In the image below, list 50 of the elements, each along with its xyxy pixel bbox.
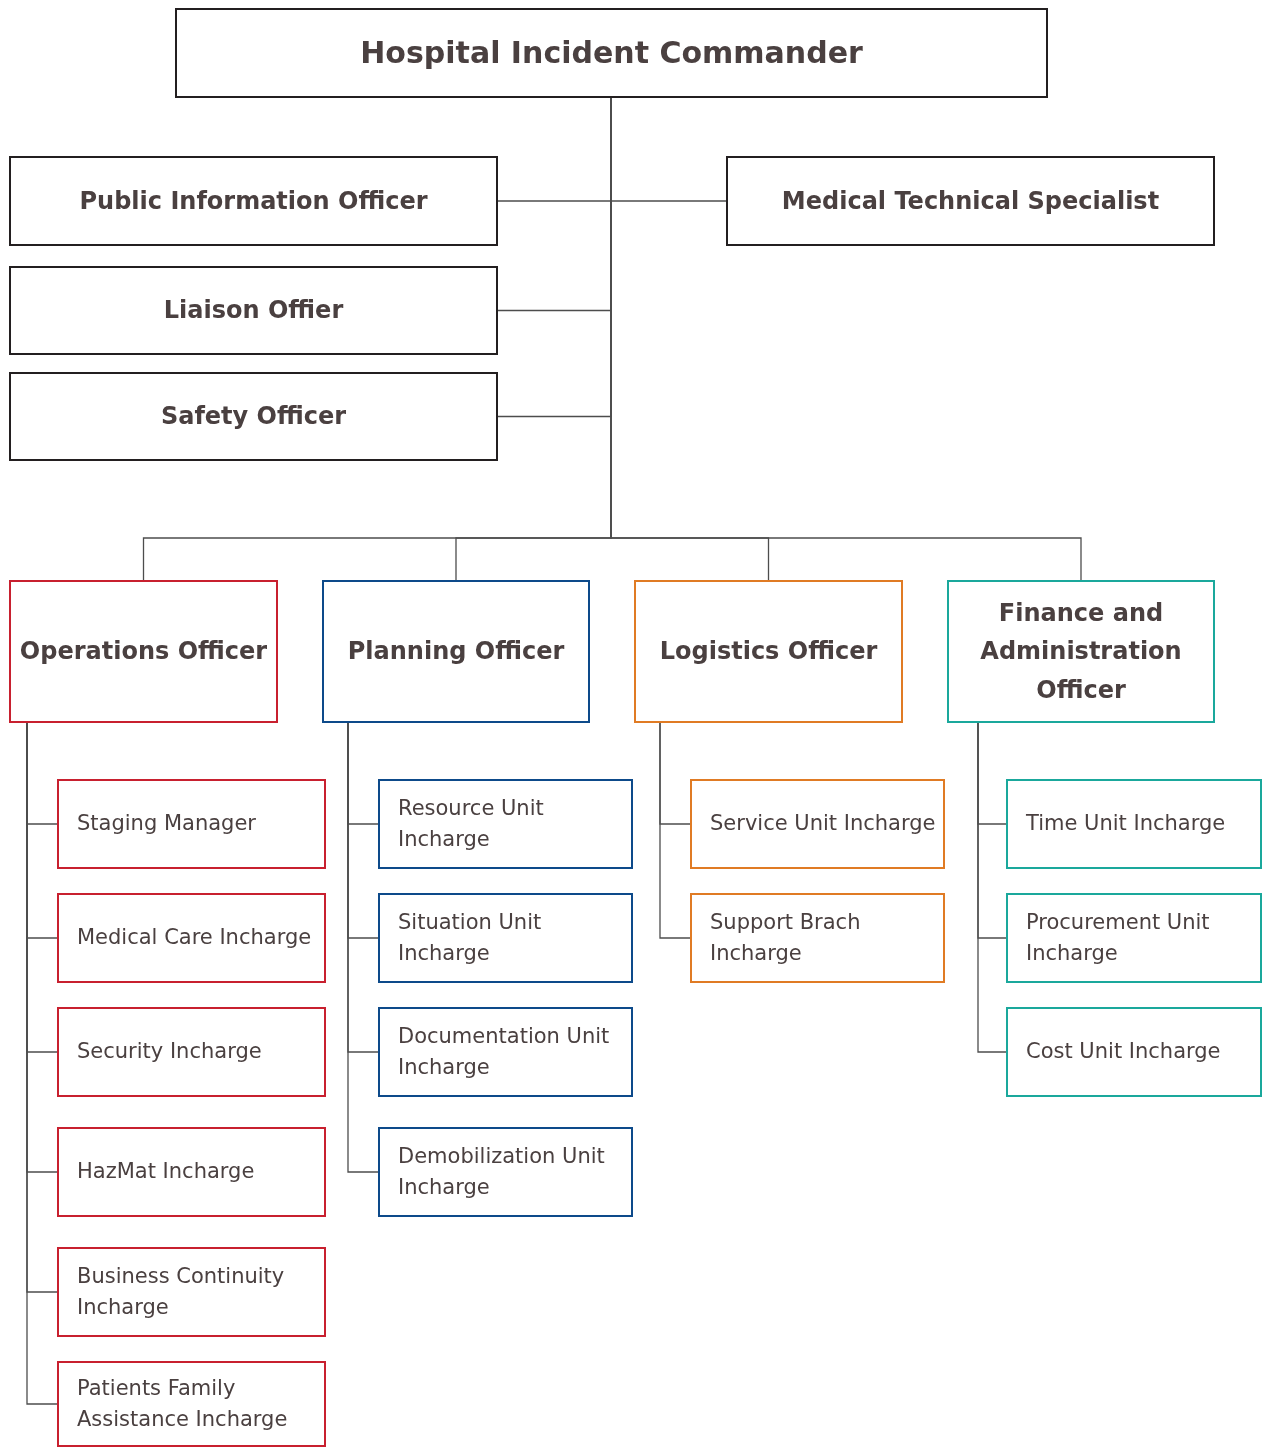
unit-box xyxy=(57,1361,326,1447)
role-box xyxy=(175,8,1048,98)
role-title: Finance and Administration Officer xyxy=(979,597,1183,706)
unit-box xyxy=(1006,779,1262,869)
role-title: Service Unit Incharge xyxy=(710,810,936,838)
connector-line xyxy=(659,722,691,939)
unit-box xyxy=(57,779,326,869)
role-title: Operations Officer xyxy=(19,636,268,668)
unit-box xyxy=(690,893,945,983)
role-box xyxy=(9,266,498,355)
role-title: Resource Unit Incharge xyxy=(398,794,545,853)
role-box xyxy=(9,156,498,246)
role-title: Procurement Unit Incharge xyxy=(1026,908,1211,967)
role-title: Public Information Officer xyxy=(79,185,428,217)
unit-box xyxy=(57,1127,326,1217)
unit-box xyxy=(378,893,633,983)
role-title: Patients Family Assistance Incharge xyxy=(77,1374,289,1433)
role-title: Medical Technical Specialist xyxy=(781,185,1160,217)
role-title: Time Unit Incharge xyxy=(1026,810,1226,838)
role-title: Liaison Offier xyxy=(163,295,344,327)
role-title: Demobilization Unit Incharge xyxy=(398,1142,606,1201)
role-box xyxy=(726,156,1215,246)
unit-box xyxy=(57,1007,326,1097)
role-box xyxy=(634,580,903,723)
role-title: HazMat Incharge xyxy=(77,1158,255,1186)
unit-box xyxy=(378,1007,633,1097)
role-title: Business Continuity Incharge xyxy=(77,1262,286,1321)
role-title: Safety Officer xyxy=(160,401,347,433)
role-title: Medical Care Incharge xyxy=(77,924,312,952)
unit-box xyxy=(57,893,326,983)
unit-box xyxy=(57,1247,326,1337)
role-title: Planning Officer xyxy=(347,636,565,668)
role-title: Security Incharge xyxy=(77,1038,262,1066)
role-title: Situation Unit Incharge xyxy=(398,908,543,967)
role-title: Cost Unit Incharge xyxy=(1026,1038,1221,1066)
unit-box xyxy=(378,779,633,869)
unit-box xyxy=(690,779,945,869)
connector-line xyxy=(977,722,1007,1053)
role-title: Logistics Officer xyxy=(659,636,878,668)
role-box xyxy=(322,580,590,723)
role-title: Staging Manager xyxy=(77,810,256,838)
role-box xyxy=(9,580,278,723)
role-title: Hospital Incident Commander xyxy=(360,34,863,72)
role-box xyxy=(947,580,1215,723)
role-title: Documentation Unit Incharge xyxy=(398,1022,611,1081)
unit-box xyxy=(1006,1007,1262,1097)
unit-box xyxy=(378,1127,633,1217)
role-box xyxy=(9,372,498,461)
role-title: Support Brach Incharge xyxy=(710,908,862,967)
unit-box xyxy=(1006,893,1262,983)
